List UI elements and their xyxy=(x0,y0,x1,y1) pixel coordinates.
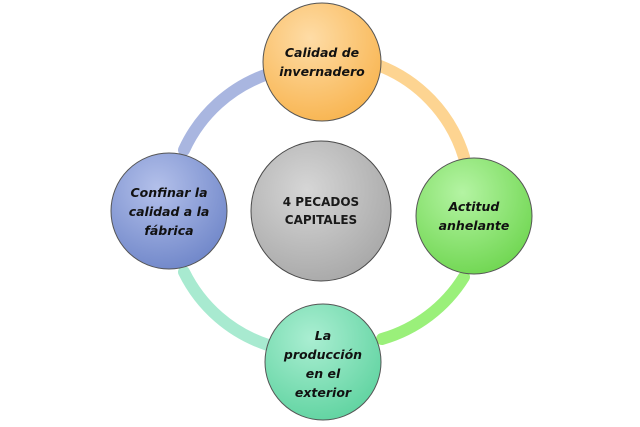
ring-arc-left-top xyxy=(178,68,274,156)
ring-arc-right-bottom xyxy=(376,271,470,345)
ring-arc-top-right xyxy=(369,58,470,163)
node-circle-top xyxy=(262,2,382,122)
center-circle xyxy=(250,140,392,282)
node-circle-bottom xyxy=(264,303,382,421)
node-circle-left xyxy=(110,152,228,270)
node-circle-right xyxy=(415,157,533,275)
ring-arc-bottom-left xyxy=(178,266,274,351)
